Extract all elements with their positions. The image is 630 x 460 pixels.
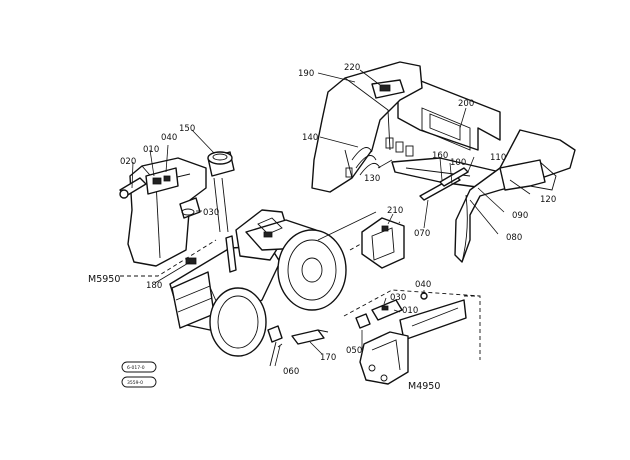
callout-220: 220 bbox=[344, 63, 360, 73]
callout-010-right: 010 bbox=[402, 306, 418, 316]
callout-160: 160 bbox=[432, 151, 448, 161]
part-210 bbox=[361, 213, 405, 269]
callout-130: 130 bbox=[364, 174, 380, 184]
callout-040-right: 040 bbox=[415, 280, 431, 290]
callout-140: 140 bbox=[302, 133, 318, 143]
callout-070: 070 bbox=[414, 229, 430, 239]
callout-190: 190 bbox=[298, 69, 314, 79]
callout-040-left: 040 bbox=[161, 133, 177, 143]
model-label-right: M4950 bbox=[408, 381, 440, 392]
callout-030-left: 030 bbox=[203, 208, 219, 218]
callout-200: 200 bbox=[458, 99, 474, 109]
callout-100: 100 bbox=[450, 158, 466, 168]
callout-120: 120 bbox=[540, 195, 556, 205]
muffler bbox=[191, 129, 235, 233]
callout-020: 020 bbox=[120, 157, 136, 167]
callout-030-right: 030 bbox=[390, 293, 406, 303]
callout-090: 090 bbox=[512, 211, 528, 221]
callout-210: 210 bbox=[387, 206, 403, 216]
tractor-body bbox=[169, 209, 401, 357]
stamp-bottom-text: 3559-0 bbox=[127, 380, 143, 386]
callout-180: 180 bbox=[146, 281, 162, 291]
callout-060: 060 bbox=[283, 367, 299, 377]
stamp-top: 6-017-0 bbox=[121, 361, 157, 373]
stamp-bottom: 3559-0 bbox=[121, 376, 157, 388]
stamp-top-text: 6-017-0 bbox=[127, 365, 145, 371]
part-170 bbox=[291, 329, 329, 355]
callout-080-right: 080 bbox=[506, 233, 522, 243]
callout-labels: 190 220 200 140 130 160 100 110 120 090 … bbox=[120, 63, 556, 377]
callout-170: 170 bbox=[320, 353, 336, 363]
model-label-left: M5950 bbox=[88, 274, 120, 285]
callout-110: 110 bbox=[490, 153, 506, 163]
left-side-panel bbox=[119, 144, 217, 284]
rear-fender-assembly bbox=[311, 61, 576, 263]
callout-010-left: 010 bbox=[143, 145, 159, 155]
part-060 bbox=[267, 325, 283, 367]
callout-050: 050 bbox=[346, 346, 362, 356]
callout-150: 150 bbox=[179, 124, 195, 134]
m4950-panel bbox=[343, 289, 481, 385]
